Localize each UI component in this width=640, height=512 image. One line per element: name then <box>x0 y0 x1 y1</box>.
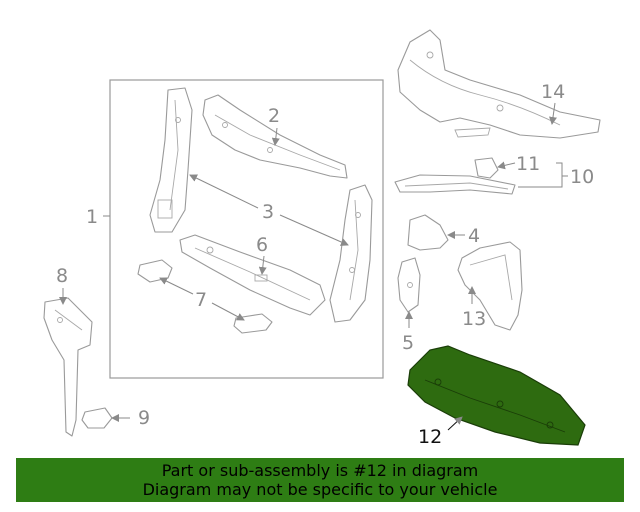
callout-10: 10 <box>570 166 594 188</box>
callout-6: 6 <box>256 234 268 256</box>
callout-3: 3 <box>262 201 274 223</box>
part-6-lower-member <box>179 234 326 316</box>
part-3-right-side-member <box>329 184 373 323</box>
part-9-bracket <box>81 407 113 429</box>
part-11-bracket <box>474 157 499 179</box>
callout-8: 8 <box>56 265 68 287</box>
callout-5: 5 <box>402 332 414 354</box>
part-5-bracket <box>397 257 421 313</box>
part-14-upper-tie-bar <box>397 29 601 139</box>
info-banner: Part or sub-assembly is #12 in diagram D… <box>16 458 624 502</box>
part-7-bracket-right <box>233 313 273 334</box>
callout-1: 1 <box>86 206 98 228</box>
part-10-lower-brace <box>394 174 516 195</box>
callout-2: 2 <box>268 105 280 127</box>
callout-14: 14 <box>541 81 565 103</box>
callout-13: 13 <box>462 308 486 330</box>
callout-9: 9 <box>138 407 150 429</box>
part-4-bracket <box>407 214 449 251</box>
part-12-under-cover-shape <box>407 345 586 446</box>
callout-12: 12 <box>418 426 442 448</box>
part-3-left-side-member <box>149 87 193 233</box>
banner-line-2: Diagram may not be specific to your vehi… <box>142 480 498 499</box>
callout-4: 4 <box>468 225 480 247</box>
part-12-under-cover <box>407 345 586 446</box>
subassembly-frame <box>109 79 384 379</box>
callout-11: 11 <box>516 153 540 175</box>
part-13-duct <box>457 241 523 331</box>
part-8-left-support <box>43 297 93 437</box>
part-7-bracket-left <box>137 259 173 283</box>
banner-line-1: Part or sub-assembly is #12 in diagram <box>161 461 479 480</box>
callout-7: 7 <box>195 289 207 311</box>
leader-12 <box>447 416 463 431</box>
parts-diagram: 1 14 2 3 6 <box>43 29 601 448</box>
